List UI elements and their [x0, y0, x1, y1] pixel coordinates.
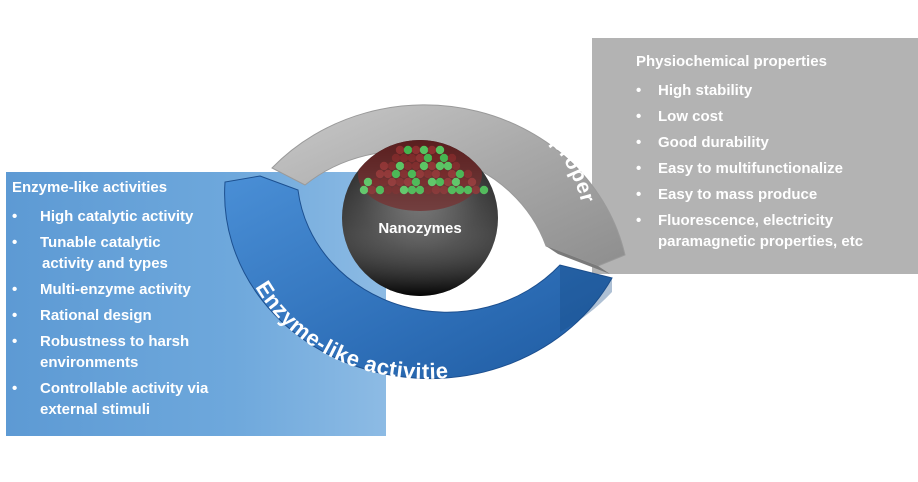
nanozyme-sphere: Nanozymes	[342, 140, 498, 296]
list-item: •High catalytic activity	[12, 208, 194, 225]
list-item: activity and types	[42, 255, 168, 272]
list-item: •Easy to multifunctionalize	[636, 160, 844, 177]
physiochemical-properties-list: •High stability •Low cost •Good durabili…	[636, 80, 916, 257]
list-item: •High stability	[636, 82, 753, 99]
enzyme-arc	[224, 175, 613, 380]
enzyme-like-activities-panel: Enzyme-like activities •High catalytic a…	[6, 172, 386, 436]
enzyme-like-activities-list: •High catalytic activity •Tunable cataly…	[12, 206, 262, 425]
physiochemical-properties-panel: Physiochemical properties •High stabilit…	[592, 38, 918, 274]
list-item: •Tunable catalytic	[12, 234, 161, 251]
list-item: •Rational design	[12, 307, 152, 324]
list-item: •Controllable activity via external stim…	[12, 380, 209, 418]
enzyme-like-activities-title: Enzyme-like activities	[12, 179, 168, 196]
list-item: •Good durability	[636, 134, 769, 151]
arc-bevel	[546, 246, 610, 274]
list-item: •Low cost	[636, 108, 724, 125]
list-item: •Robustness to harsh environments	[12, 333, 190, 371]
list-item: •Multi-enzyme activity	[12, 281, 191, 298]
list-item: •Fluorescence, electricity paramagnetic …	[636, 212, 864, 250]
nanozymes-label: Nanozymes	[378, 220, 461, 237]
arc-shadow	[560, 265, 612, 332]
physiochemical-properties-title: Physiochemical properties	[636, 53, 827, 70]
list-item: •Easy to mass produce	[636, 186, 818, 203]
